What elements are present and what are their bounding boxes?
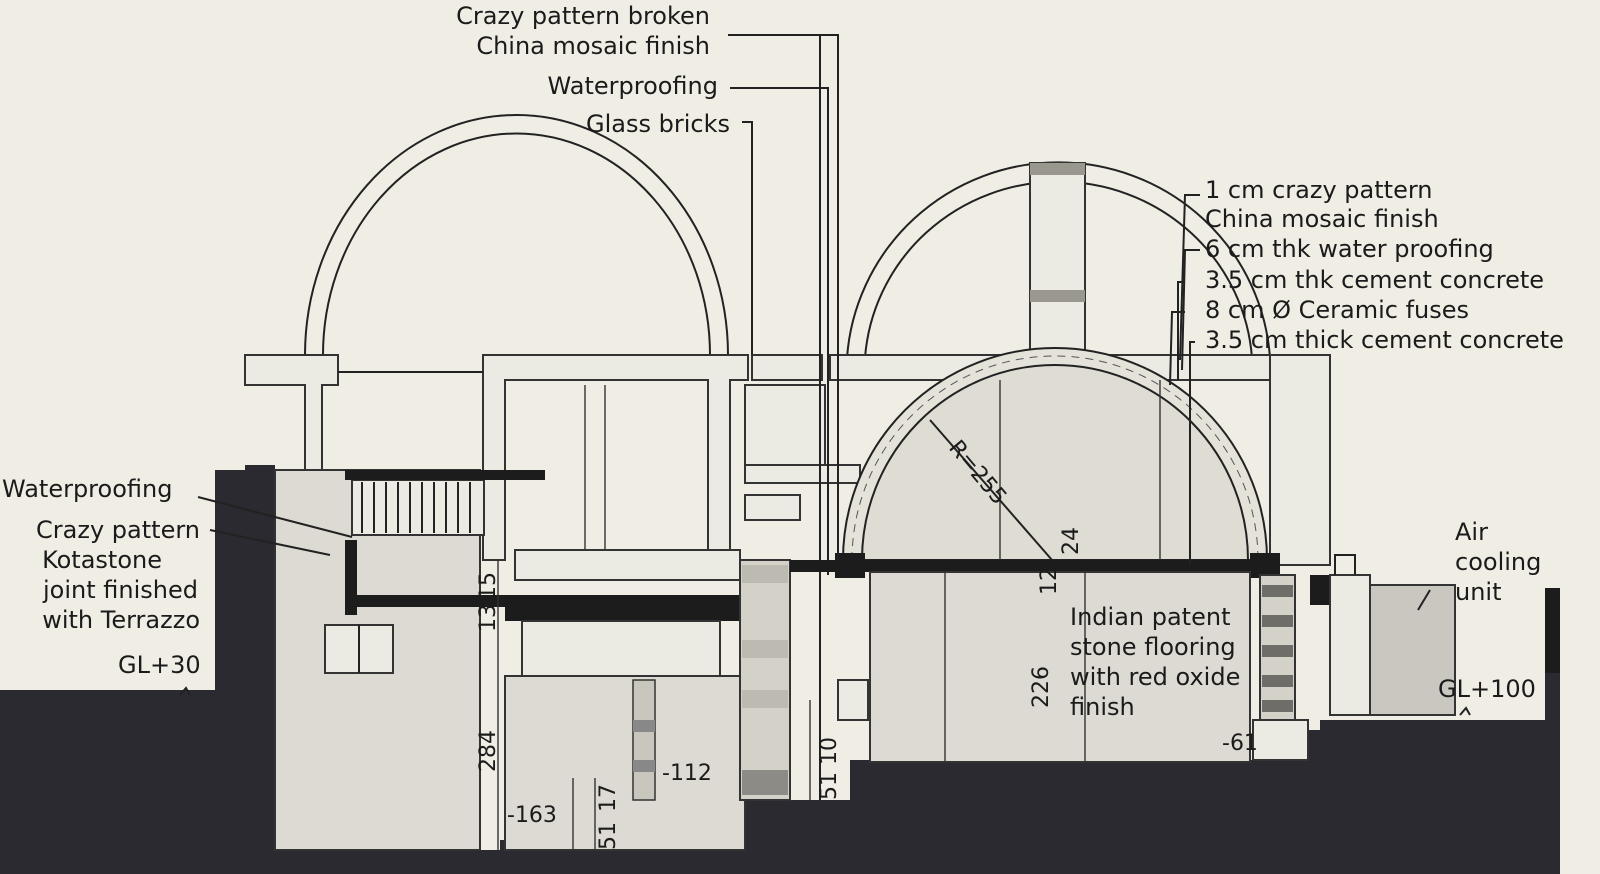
ground-section <box>0 465 1560 874</box>
center-shelf <box>744 494 801 521</box>
stair-grille <box>351 479 485 536</box>
dim-226: 226 <box>1029 666 1054 708</box>
cooler-pipe-column <box>1329 574 1371 716</box>
label-gl-100: GL+100 <box>1438 675 1536 703</box>
label-air-3: unit <box>1455 578 1502 606</box>
center-column-blocks <box>742 565 788 795</box>
label-air-1: Air <box>1455 518 1488 546</box>
right-column-base <box>1252 719 1309 761</box>
label-kota-3: joint finished <box>42 576 198 604</box>
dim-12: 12 <box>1037 567 1062 595</box>
left-vault-inner <box>322 132 711 356</box>
label-waterproofing-left: Waterproofing <box>2 475 172 503</box>
label-waterproofing-top: Waterproofing <box>548 72 718 100</box>
left-lower-room <box>504 675 746 851</box>
dome-footing-right <box>1250 553 1280 578</box>
right-floor-slab <box>790 560 1265 572</box>
dim-61: -61 <box>1222 731 1258 756</box>
ceramic-fuse-ring <box>851 355 1259 561</box>
center-upper-box <box>744 384 826 466</box>
label-crazy-broken-2: China mosaic finish <box>476 32 710 60</box>
label-floor-1: Indian patent <box>1070 603 1230 631</box>
dim-10: 10 <box>817 737 842 765</box>
label-layer-1b: China mosaic finish <box>1205 205 1439 233</box>
label-layer-5: 3.5 cm thick cement concrete <box>1205 326 1564 354</box>
left-bench <box>514 549 741 581</box>
right-wall-upper <box>1269 354 1331 566</box>
dim-163: -163 <box>507 803 557 828</box>
dim-13: 13 <box>476 604 501 632</box>
label-kota-1: Crazy pattern <box>36 516 200 544</box>
small-column <box>632 679 656 801</box>
cooler-vent <box>1334 554 1356 575</box>
right-brick-bands <box>1262 585 1293 712</box>
label-floor-2: stone flooring <box>1070 633 1236 661</box>
column-band-1 <box>633 720 655 732</box>
dim-112: -112 <box>662 761 712 786</box>
center-column <box>739 559 791 801</box>
left-floor-slab <box>345 595 740 607</box>
left-vault-outer <box>304 114 729 356</box>
left-floor-beam <box>505 607 740 621</box>
label-layer-3: 3.5 cm thk cement concrete <box>1205 266 1544 294</box>
air-cooling-unit <box>1369 584 1456 716</box>
dim-24: 24 <box>1059 527 1084 555</box>
center-small-block <box>837 679 869 721</box>
label-layer-1: 1 cm crazy pattern <box>1205 176 1432 204</box>
dim-51a: 51 <box>596 822 621 850</box>
label-air-2: cooling <box>1455 548 1541 576</box>
label-gl-30: GL+30 <box>118 651 201 679</box>
label-kota-2: Kotastone <box>42 546 162 574</box>
dome-footing-left <box>835 553 865 578</box>
center-gutter <box>751 354 823 381</box>
radius-line <box>929 419 1053 561</box>
inner-dome-inner <box>860 364 1250 561</box>
dimension-lines <box>497 560 811 850</box>
label-glass-bricks: Glass bricks <box>586 110 730 138</box>
label-floor-3: with red oxide <box>1070 663 1240 691</box>
label-floor-4: finish <box>1070 693 1135 721</box>
dim-17: 17 <box>596 784 621 812</box>
center-ledge <box>744 464 861 484</box>
label-crazy-broken-1: Crazy pattern broken <box>456 2 710 30</box>
column-band-2 <box>633 760 655 772</box>
label-layer-4: 8 cm Ø Ceramic fuses <box>1205 296 1469 324</box>
leader-lines <box>179 34 1471 716</box>
label-kota-4: with Terrazzo <box>42 606 200 634</box>
label-layer-2: 6 cm thk water proofing <box>1205 235 1494 263</box>
dim-284: 284 <box>476 730 501 772</box>
dim-15: 15 <box>476 572 501 600</box>
stair-grille-bars <box>361 482 471 533</box>
right-room-wall <box>869 571 1251 763</box>
dim-51b: 51 <box>817 772 842 800</box>
right-parapet <box>1545 588 1560 673</box>
left-sunken-planter <box>521 620 721 677</box>
top-waterproof-band <box>345 470 545 480</box>
